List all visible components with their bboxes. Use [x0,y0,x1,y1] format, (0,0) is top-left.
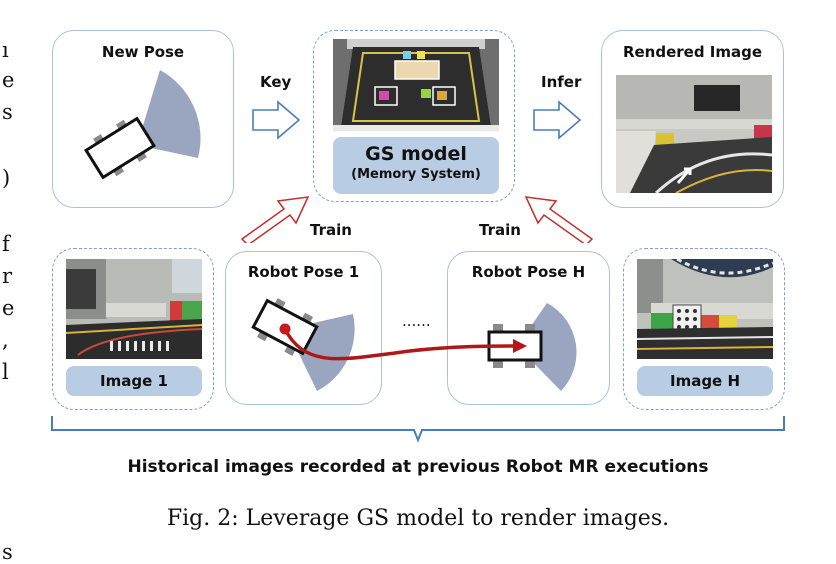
trajectory-start [279,323,291,335]
margin-fragment: , [2,328,9,352]
new-pose-robot-diagram [84,70,201,180]
train-arrow-right [524,196,594,243]
infer-arrow [533,100,582,140]
margin-fragment: s [2,100,13,124]
gs-model-label: GS model (Memory System) [333,137,499,194]
margin-fragment: l [2,360,9,384]
trajectory-line [283,328,518,361]
margin-fragment: ) [2,166,11,190]
new-pose-title: New Pose [101,43,185,61]
ellipsis: ...... [402,312,431,330]
bottom-bracket [51,416,785,443]
margin-fragment: e [2,296,15,320]
image1-photo [66,259,202,359]
gs-model-subtitle: (Memory System) [351,167,481,182]
train-label-left: Train [310,221,352,239]
imageH-container [623,248,785,410]
figure-caption: Fig. 2: Leverage GS model to render imag… [166,506,670,531]
image1-label: Image 1 [66,366,202,396]
rendered-image [616,75,772,193]
margin-fragment: f [2,232,10,256]
infer-label: Infer [541,73,582,91]
margin-fragment: ı [2,38,9,62]
imageH-photo [637,259,773,359]
historical-caption: Historical images recorded at previous R… [127,457,709,477]
new-pose-box [52,30,234,208]
robot-pose1-title: Robot Pose 1 [247,263,360,281]
margin-fragment: s [2,540,13,564]
train-label-right: Train [479,221,521,239]
robot-pose-h-title: Robot Pose H [471,263,586,281]
image1-container [52,248,214,410]
train-arrow-left [240,196,310,243]
robot-icon [84,116,156,180]
imageH-label: Image H [637,366,773,396]
trajectory-arrowhead [513,339,527,353]
fov-cone [137,70,201,158]
rendered-image-title: Rendered Image [622,43,763,61]
key-label: Key [260,73,292,91]
margin-fragment: r [2,264,13,288]
gs-model-container [313,30,515,202]
margin-fragment: e [2,68,15,92]
robot-trajectory-diagram [251,298,577,391]
key-arrow [252,100,301,140]
gs-model-title: GS model [365,143,467,165]
gs-track-image [333,39,499,131]
